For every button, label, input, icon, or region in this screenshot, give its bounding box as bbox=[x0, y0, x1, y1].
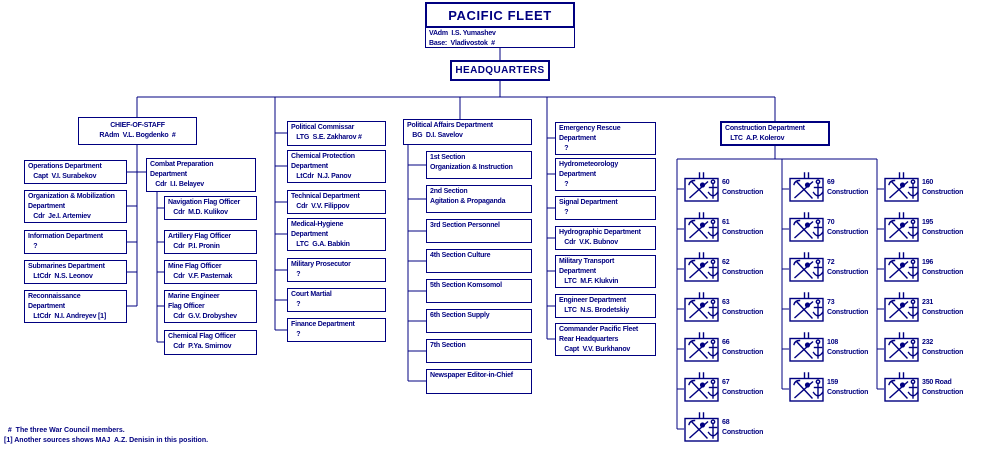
chief-of-staff-box: CHIEF-OF-STAFF RAdm V.L. Bogdenko # bbox=[78, 117, 197, 145]
construction-unit-label: 232 Construction bbox=[922, 339, 964, 356]
footnotes: # The three War Council members. [1] Ano… bbox=[4, 427, 209, 444]
section-7-box: 7th Section bbox=[426, 339, 532, 363]
section-4-box: 4th Section Culture bbox=[426, 249, 532, 273]
construction-unit-70: 70 Construction bbox=[789, 212, 909, 246]
construction-unit-72: 72 Construction bbox=[789, 252, 909, 286]
medical-hygiene-department-box: Medical-Hygiene Department LTC G.A. Babk… bbox=[287, 218, 386, 251]
technical-department-box: Technical Department Cdr V.V. Filippov bbox=[287, 190, 386, 214]
construction-unit-icon bbox=[884, 212, 919, 242]
construction-unit-icon bbox=[884, 252, 919, 282]
construction-unit-60: 60 Construction bbox=[684, 172, 804, 206]
construction-unit-icon bbox=[884, 332, 919, 362]
construction-unit-label: 72 Construction bbox=[827, 259, 869, 276]
construction-unit-67: 67 Construction bbox=[684, 372, 804, 406]
construction-unit-label: 159 Construction bbox=[827, 379, 869, 396]
section-2-box: 2nd Section Agitation & Propaganda bbox=[426, 185, 532, 213]
construction-unit-icon bbox=[789, 372, 824, 402]
finance-department-box: Finance Department ? bbox=[287, 318, 386, 342]
construction-unit-label: 67 Construction bbox=[722, 379, 764, 396]
construction-unit-label: 196 Construction bbox=[922, 259, 964, 276]
section-6-box: 6th Section Supply bbox=[426, 309, 532, 333]
construction-department-box: Construction Department LTC A.P. Kolerov bbox=[720, 121, 830, 146]
pacific-fleet-title-box: PACIFIC FLEET bbox=[425, 2, 575, 28]
emergency-rescue-department-box: Emergency Rescue Department ? bbox=[555, 122, 656, 155]
construction-unit-icon bbox=[684, 412, 719, 442]
operations-department-box: Operations Department Capt V.I. Surabeko… bbox=[24, 160, 127, 184]
construction-unit-159: 159 Construction bbox=[789, 372, 909, 406]
pacific-fleet-commander-box: VAdm I.S. Yumashev Base: Vladivostok # bbox=[425, 28, 575, 48]
hydrographic-department-box: Hydrographic Department Cdr V.K. Bubnov bbox=[555, 226, 656, 250]
newspaper-editor-box: Newspaper Editor-in-Chief bbox=[426, 369, 532, 394]
construction-unit-icon bbox=[684, 372, 719, 402]
reconnaissance-department-box: Reconnaissance Department LtCdr N.I. And… bbox=[24, 290, 127, 323]
construction-unit-icon bbox=[884, 372, 919, 402]
military-prosecutor-box: Military Prosecutor ? bbox=[287, 258, 386, 282]
court-martial-box: Court Martial ? bbox=[287, 288, 386, 312]
construction-unit-label: 231 Construction bbox=[922, 299, 964, 316]
section-1-box: 1st Section Organization & Instruction bbox=[426, 151, 532, 179]
rear-headquarters-box: Commander Pacific Fleet Rear Headquarter… bbox=[555, 323, 656, 356]
construction-unit-232: 232 Construction bbox=[884, 332, 1000, 366]
construction-unit-231: 231 Construction bbox=[884, 292, 1000, 326]
construction-unit-350-road: 350 Road Construction bbox=[884, 372, 1000, 406]
signal-department-box: Signal Department ? bbox=[555, 196, 656, 220]
navigation-flag-officer-box: Navigation Flag Officer Cdr M.D. Kulikov bbox=[164, 196, 257, 220]
section-3-box: 3rd Section Personnel bbox=[426, 219, 532, 243]
construction-unit-icon bbox=[789, 252, 824, 282]
construction-unit-icon bbox=[684, 332, 719, 362]
construction-unit-label: 160 Construction bbox=[922, 179, 964, 196]
construction-unit-69: 69 Construction bbox=[789, 172, 909, 206]
construction-unit-63: 63 Construction bbox=[684, 292, 804, 326]
construction-unit-icon bbox=[684, 212, 719, 242]
construction-unit-label: 66 Construction bbox=[722, 339, 764, 356]
artillery-flag-officer-box: Artillery Flag Officer Cdr P.I. Pronin bbox=[164, 230, 257, 254]
construction-unit-label: 62 Construction bbox=[722, 259, 764, 276]
construction-unit-label: 61 Construction bbox=[722, 219, 764, 236]
construction-unit-label: 63 Construction bbox=[722, 299, 764, 316]
construction-unit-icon bbox=[789, 292, 824, 322]
construction-unit-icon bbox=[684, 172, 719, 202]
construction-unit-label: 60 Construction bbox=[722, 179, 764, 196]
construction-unit-icon bbox=[789, 212, 824, 242]
construction-unit-label: 108 Construction bbox=[827, 339, 869, 356]
construction-unit-62: 62 Construction bbox=[684, 252, 804, 286]
submarines-department-box: Submarines Department LtCdr N.S. Leonov bbox=[24, 260, 127, 284]
construction-unit-icon bbox=[884, 292, 919, 322]
construction-unit-label: 69 Construction bbox=[827, 179, 869, 196]
construction-unit-61: 61 Construction bbox=[684, 212, 804, 246]
information-department-box: Information Department ? bbox=[24, 230, 127, 254]
political-affairs-department-box: Political Affairs Department BG D.I. Sav… bbox=[403, 119, 532, 145]
marine-engineer-flag-officer-box: Marine Engineer Flag Officer Cdr G.V. Dr… bbox=[164, 290, 257, 323]
political-commissar-box: Political Commissar LTG S.E. Zakharov # bbox=[287, 121, 386, 146]
mine-flag-officer-box: Mine Flag Officer Cdr V.F. Pasternak bbox=[164, 260, 257, 284]
organization-mobilization-department-box: Organization & Mobilization Department C… bbox=[24, 190, 127, 223]
construction-unit-icon bbox=[684, 252, 719, 282]
construction-unit-icon bbox=[884, 172, 919, 202]
headquarters-box: HEADQUARTERS bbox=[450, 60, 550, 81]
construction-unit-108: 108 Construction bbox=[789, 332, 909, 366]
combat-preparation-department-box: Combat Preparation Department Cdr I.I. B… bbox=[146, 158, 256, 192]
construction-unit-label: 68 Construction bbox=[722, 419, 764, 436]
construction-unit-195: 195 Construction bbox=[884, 212, 1000, 246]
construction-unit-icon bbox=[789, 172, 824, 202]
construction-unit-73: 73 Construction bbox=[789, 292, 909, 326]
construction-unit-label: 350 Road Construction bbox=[922, 379, 964, 396]
construction-unit-label: 195 Construction bbox=[922, 219, 964, 236]
chemical-flag-officer-box: Chemical Flag Officer Cdr P.Ya. Smirnov bbox=[164, 330, 257, 355]
construction-unit-68: 68 Construction bbox=[684, 412, 804, 446]
engineer-department-box: Engineer Department LTC N.S. Brodetskiy bbox=[555, 294, 656, 318]
construction-unit-icon bbox=[789, 332, 824, 362]
construction-unit-label: 73 Construction bbox=[827, 299, 869, 316]
construction-unit-196: 196 Construction bbox=[884, 252, 1000, 286]
construction-unit-label: 70 Construction bbox=[827, 219, 869, 236]
military-transport-department-box: Military Transport Department LTC M.F. K… bbox=[555, 255, 656, 288]
hydrometeorology-department-box: Hydrometeorology Department ? bbox=[555, 158, 656, 191]
chemical-protection-department-box: Chemical Protection Department LtCdr N.J… bbox=[287, 150, 386, 183]
construction-unit-icon bbox=[684, 292, 719, 322]
section-5-box: 5th Section Komsomol bbox=[426, 279, 532, 303]
construction-unit-160: 160 Construction bbox=[884, 172, 1000, 206]
construction-unit-66: 66 Construction bbox=[684, 332, 804, 366]
